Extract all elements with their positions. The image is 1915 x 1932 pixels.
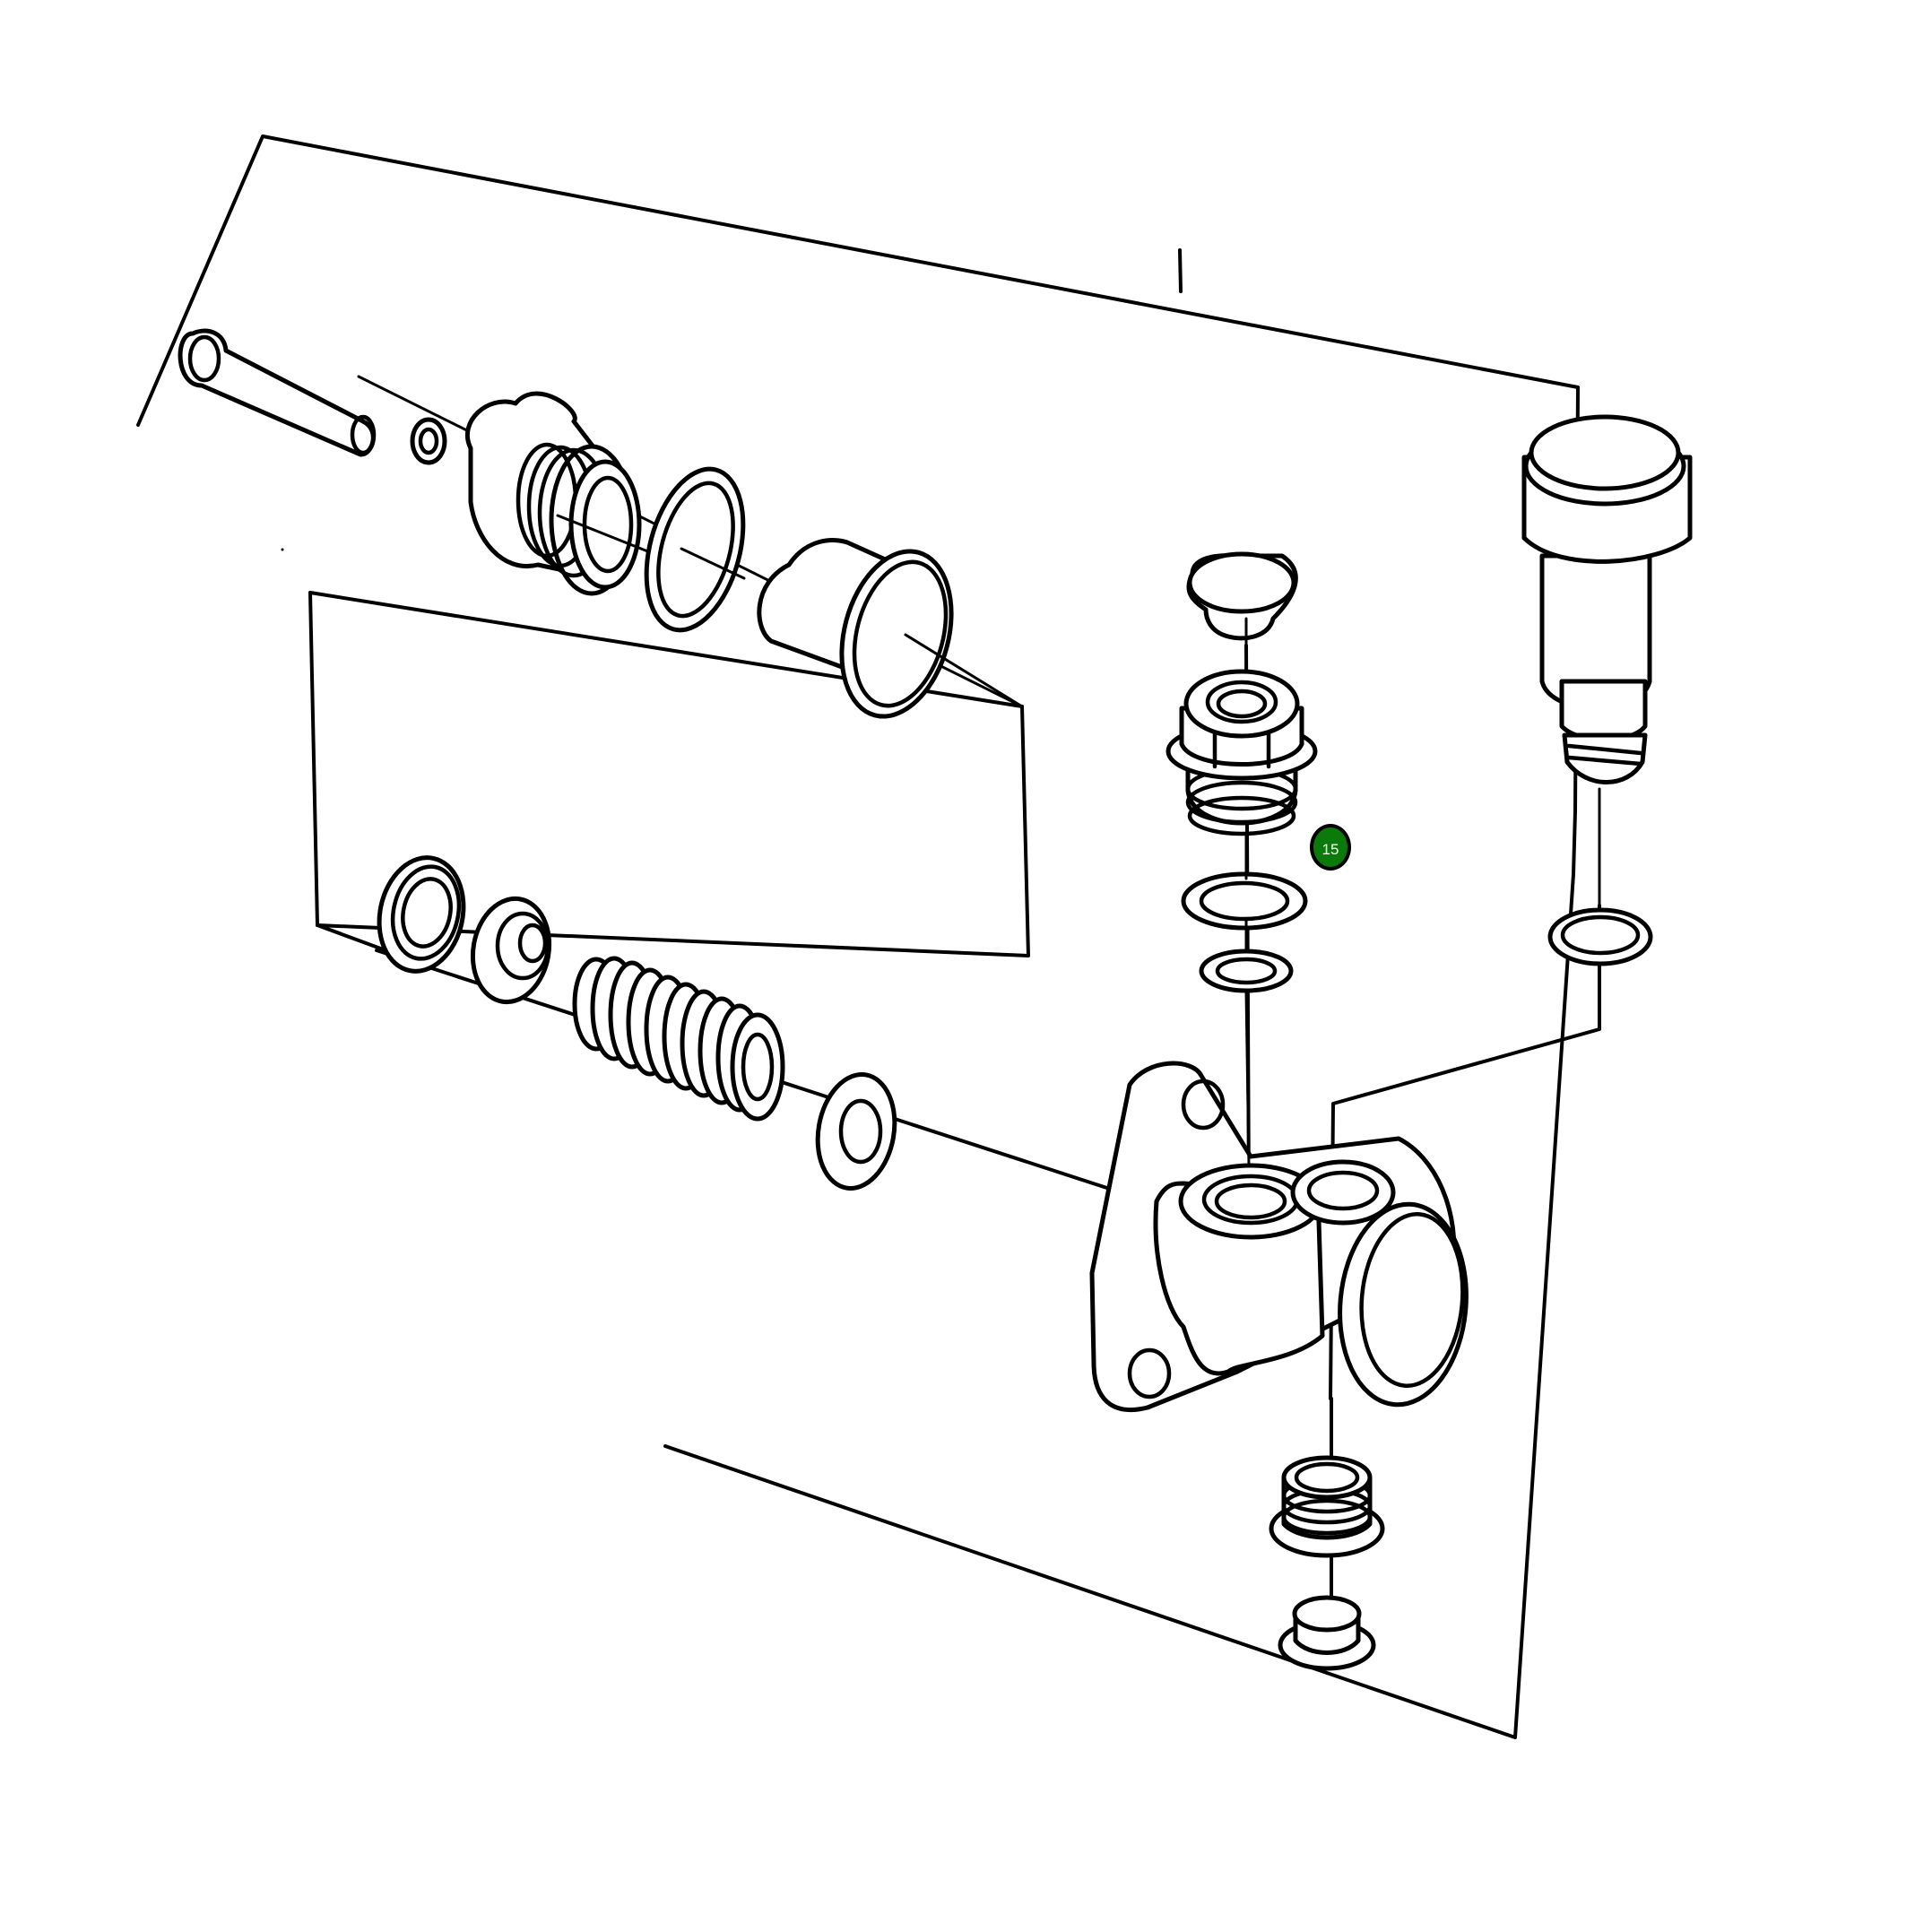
flat-washer bbox=[815, 1072, 897, 1191]
drain-plug-cap bbox=[1278, 1595, 1376, 1671]
small-washer bbox=[410, 417, 447, 465]
gasket-ring-large bbox=[1181, 871, 1308, 931]
valve-seat bbox=[470, 896, 552, 1005]
top-cap bbox=[1186, 551, 1298, 641]
primer-pin bbox=[178, 328, 377, 457]
inner-frame bbox=[316, 705, 1030, 957]
threaded-primer-body bbox=[464, 391, 661, 596]
gasket-ring-small bbox=[1199, 949, 1294, 993]
banjo-hex-fitting bbox=[1165, 669, 1318, 836]
coil-spring bbox=[572, 956, 785, 1122]
pump-body-housing bbox=[1089, 1061, 1469, 1413]
callout-badge[interactable]: 15 bbox=[1310, 824, 1351, 871]
stray-dot bbox=[281, 548, 284, 551]
sleeve-cylinder bbox=[757, 538, 1024, 719]
callout-label: 15 bbox=[1321, 841, 1339, 858]
o-ring-large bbox=[644, 466, 746, 633]
drain-plug-threaded bbox=[1269, 1455, 1385, 1558]
pre-filter-cup bbox=[1521, 414, 1693, 784]
filter-gasket bbox=[1547, 907, 1653, 966]
seal-cup bbox=[377, 855, 466, 974]
